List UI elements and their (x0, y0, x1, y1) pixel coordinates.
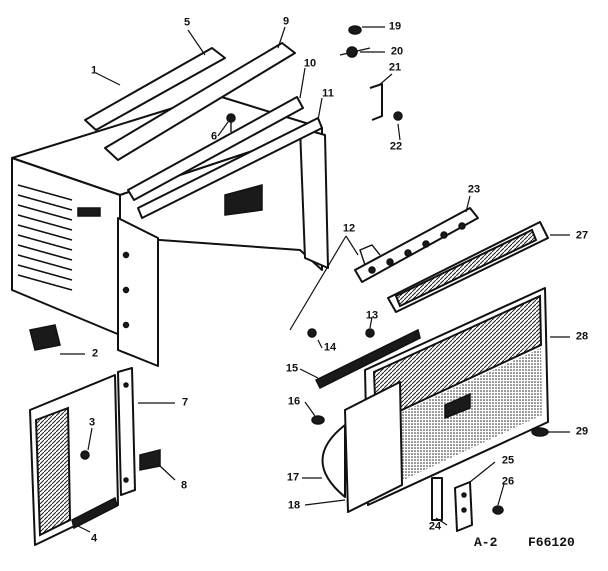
part-number-23: 23 (467, 183, 481, 196)
part-number-19: 19 (388, 20, 402, 33)
part-number-26: 26 (501, 475, 515, 488)
bracket (29, 324, 61, 351)
side-curtain (29, 374, 119, 546)
part-number-20: 20 (390, 45, 404, 58)
part-number-3: 3 (88, 416, 96, 429)
part-number-22: 22 (389, 140, 403, 153)
part-number-2: 2 (91, 347, 99, 360)
part-number-6: 6 (210, 130, 218, 143)
drawing-id: F66120 (528, 535, 575, 550)
part-number-13: 13 (365, 309, 379, 322)
front-grille-assembly (307, 207, 549, 532)
part-number-15: 15 (285, 362, 299, 375)
part-number-14: 14 (323, 341, 337, 354)
part-number-5: 5 (183, 16, 191, 29)
cabinet-louvers (17, 184, 73, 291)
top-rails (84, 42, 323, 219)
part-number-27: 27 (575, 229, 589, 242)
part-number-10: 10 (303, 57, 317, 70)
cabinet (11, 94, 329, 367)
part-number-18: 18 (287, 499, 301, 512)
part-number-12: 12 (342, 222, 356, 235)
part-number-24: 24 (428, 520, 442, 533)
part-number-11: 11 (322, 87, 334, 100)
angle-strip (117, 367, 136, 496)
part-number-21: 21 (388, 61, 402, 74)
page-reference: A-2 (474, 535, 498, 550)
hardware-top-right (339, 25, 403, 121)
part-number-1: 1 (90, 64, 98, 77)
part-number-8: 8 (180, 479, 188, 492)
part-number-4: 4 (90, 532, 98, 545)
part-number-9: 9 (282, 15, 290, 28)
part-number-17: 17 (286, 471, 300, 484)
leader-lines (60, 26, 570, 533)
part-number-16: 16 (287, 395, 301, 408)
part-number-7: 7 (181, 396, 189, 409)
part-number-25: 25 (501, 454, 515, 467)
mounting-bracket (139, 449, 161, 471)
part-number-29: 29 (575, 425, 589, 438)
part-number-28: 28 (575, 330, 589, 343)
